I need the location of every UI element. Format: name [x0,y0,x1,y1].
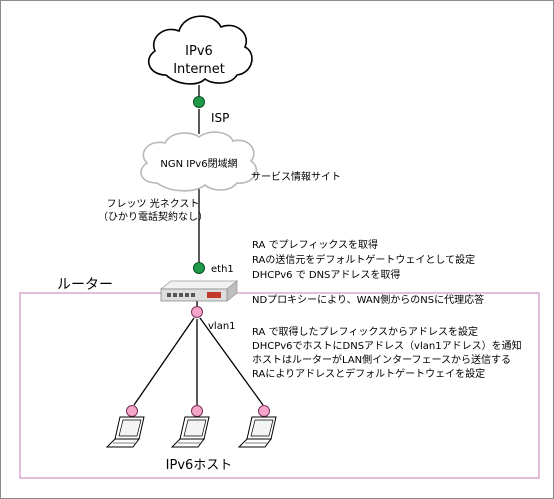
router-icon [159,280,239,302]
router-label: ルーター [57,277,113,293]
laptop-icon [105,416,145,448]
ngn-cloud-icon [140,131,257,192]
eth1-label: eth1 [211,264,234,275]
laptop-icon [170,416,210,448]
laptop-icon [237,416,277,448]
eth1-note-2: RAの送信元をデフォルトゲートウェイとして設定 [252,253,475,266]
internet-cloud-line2: Internet [173,62,225,77]
flets-label-line2: （ひかり電話契約なし） [98,210,208,223]
ngn-cloud-label: NGN IPv6閉域網 [160,157,237,170]
internet-cloud-icon [147,15,253,85]
eth1-node-icon [193,262,205,274]
eth1-note-3: DHCPv6 で DNSアドレスを取得 [252,269,400,281]
internet-cloud-line1: IPv6 [185,44,213,59]
host-center [170,405,210,448]
lan-boundary-box [19,292,540,479]
host-right-node-icon [258,405,270,417]
flets-label-line1: フレッツ 光ネクスト [107,197,200,210]
ndproxy-note: NDプロキシーにより、WAN側からのNSに代理応答 [252,293,484,306]
host-right [237,405,277,448]
hosts-label: IPv6ホスト [166,458,233,473]
host-center-node-icon [191,405,203,417]
service-site-label: サービス情報サイト [251,170,341,183]
vlan1-note-3: ホストはルーターがLAN側インターフェースから送信する [252,353,511,366]
host-left [105,405,145,448]
eth1-note-1: RA でプレフィックスを取得 [252,239,378,251]
link-vlan1-host-left [133,317,195,406]
vlan1-note-2: DHCPv6でホストにDNSアドレス（vlan1アドレス）を通知 [252,339,522,352]
vlan1-node-icon [191,306,203,318]
host-left-node-icon [126,405,138,417]
isp-node-icon [193,96,205,108]
vlan1-note-1: RA で取得したプレフィックスからアドレスを設定 [252,325,478,338]
vlan1-note-4: RAによりアドレスとデフォルトゲートウェイを設定 [252,367,485,380]
vlan1-label: vlan1 [208,321,236,332]
link-vlan1-host-right [199,317,264,406]
isp-label: ISP [211,111,229,125]
links [133,85,264,406]
